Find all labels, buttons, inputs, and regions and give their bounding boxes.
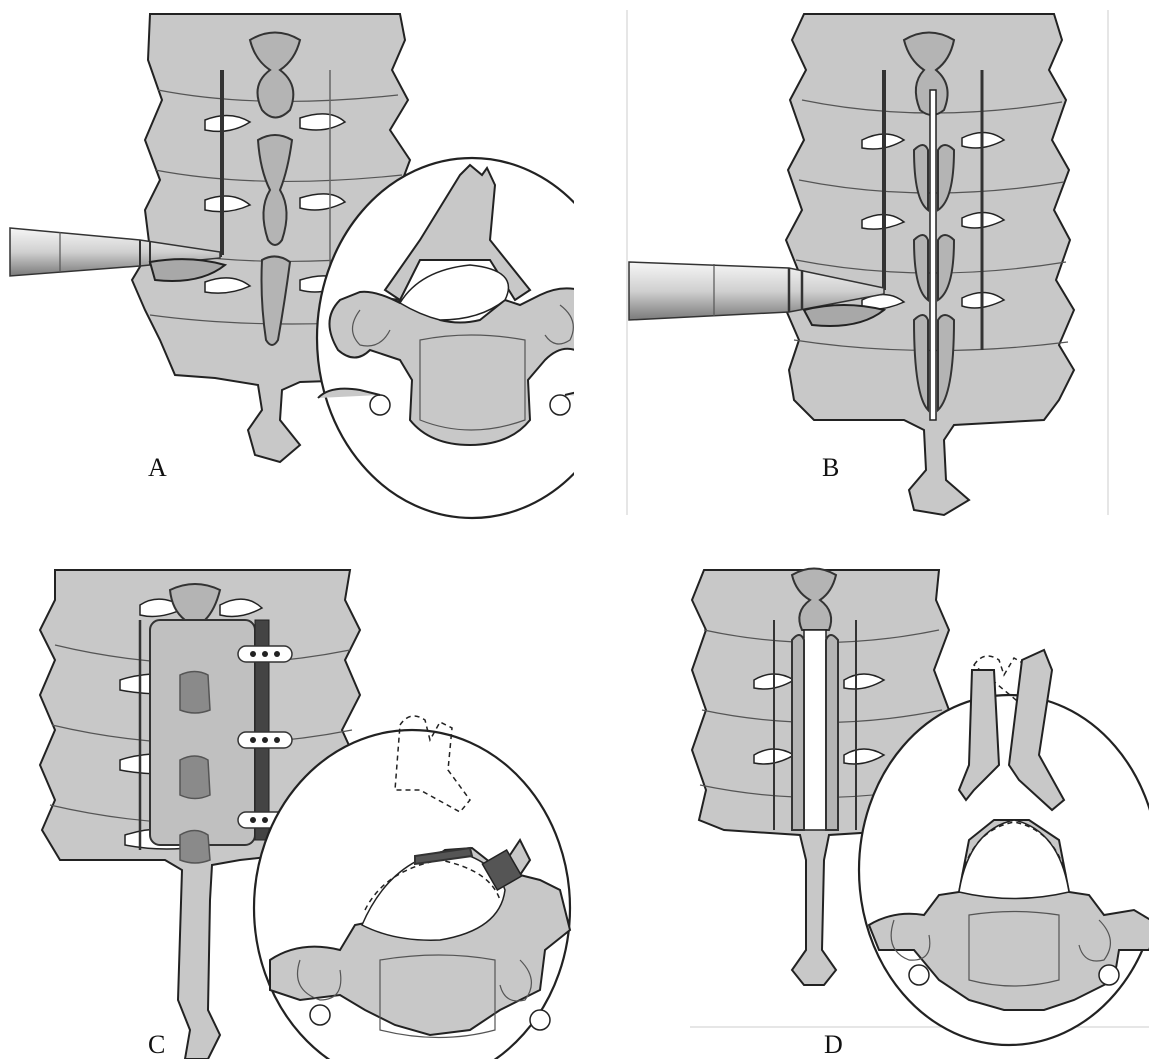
panel-a-drawing: [0, 0, 574, 530]
panel-label-a: A: [148, 455, 167, 481]
panel-d: D: [574, 530, 1149, 1059]
midline-split: [804, 630, 826, 830]
panel-c: C: [0, 530, 574, 1059]
spinous-process-stump: [180, 672, 210, 714]
panel-label-d: D: [824, 1032, 843, 1058]
spinous-process-stump: [180, 831, 210, 864]
midline-split: [930, 90, 936, 420]
mini-plate: [238, 646, 292, 662]
panel-c-drawing: [0, 530, 574, 1059]
panel-d-drawing: [574, 530, 1149, 1059]
cervical-spine-posterior-view: [786, 14, 1074, 515]
panel-a: A: [0, 0, 574, 530]
panel-label-c: C: [148, 1032, 165, 1058]
mini-plate: [238, 732, 292, 748]
spinous-process-stump: [180, 756, 210, 799]
panel-b-drawing: [574, 0, 1149, 530]
panel-b: B: [574, 0, 1149, 530]
panel-label-b: B: [822, 455, 839, 481]
